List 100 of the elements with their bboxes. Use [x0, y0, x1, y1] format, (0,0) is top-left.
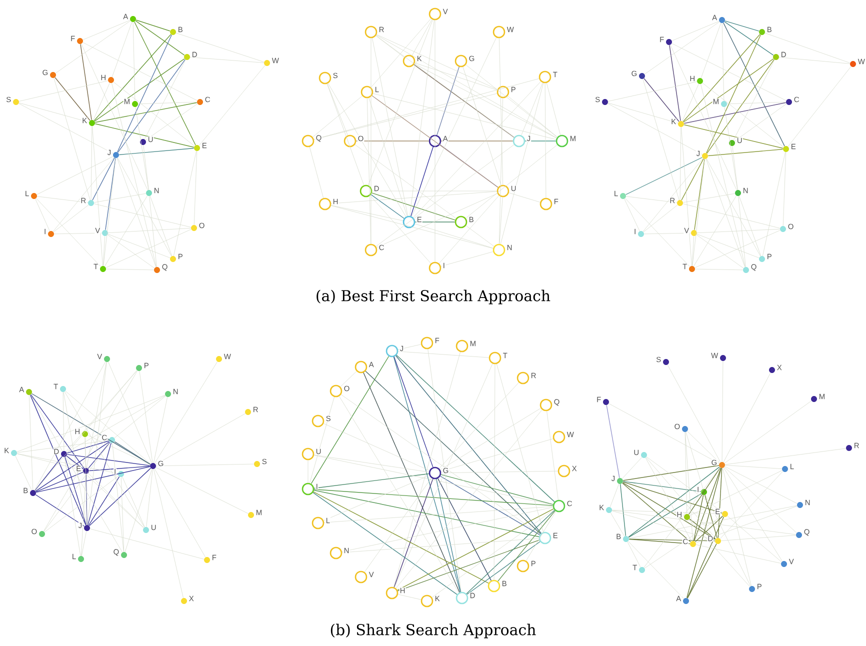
graph-edge — [376, 35, 514, 138]
graph-edge — [122, 476, 145, 528]
graph-edge — [363, 372, 460, 593]
graph-edge — [762, 152, 786, 256]
graph-edge — [15, 456, 32, 490]
graph-edge — [149, 196, 157, 268]
graph-edge — [108, 362, 152, 464]
graph-edge — [628, 505, 798, 539]
graph-edge — [700, 84, 746, 268]
graph-edge — [88, 473, 144, 528]
graph-edge — [695, 516, 724, 542]
graph-edge — [608, 81, 698, 102]
graph-edge — [30, 394, 63, 452]
graph-edge — [738, 196, 746, 268]
graph-edge — [309, 146, 324, 198]
graph-edge — [414, 64, 514, 138]
graph-edge — [16, 440, 110, 453]
graph-edge — [413, 81, 541, 218]
graph-edge — [440, 140, 514, 142]
graph-edge — [44, 442, 110, 532]
graph-edge — [521, 82, 543, 136]
ring-node — [556, 134, 568, 148]
graph-edge — [328, 83, 406, 217]
graph-edge — [628, 466, 720, 538]
graph-edge — [764, 32, 850, 64]
graph-edge — [314, 490, 540, 538]
graph-edge — [330, 191, 498, 204]
graph-edge — [88, 476, 120, 526]
graph-edge — [323, 423, 430, 471]
graph-edge — [372, 93, 556, 140]
graph-edge — [64, 456, 81, 556]
graph-edge — [107, 234, 155, 268]
graph-edge — [498, 510, 556, 582]
graph-edge — [398, 594, 422, 600]
graph-edge — [108, 234, 170, 258]
graph-edge — [190, 57, 264, 63]
graph-edge — [330, 205, 494, 249]
graph-edge — [546, 410, 558, 500]
graph-edge — [721, 535, 796, 541]
ring-node — [540, 198, 552, 210]
graph-edge — [326, 84, 364, 186]
graph-edge — [622, 465, 720, 481]
graph-edge — [436, 66, 460, 136]
graph-edge — [324, 506, 554, 523]
graph-edge — [428, 348, 462, 592]
graph-edge — [312, 96, 362, 138]
graph-edge — [146, 468, 153, 527]
graph-edge — [684, 432, 688, 514]
graph-edge — [112, 442, 124, 552]
graph-edge — [376, 144, 514, 247]
graph-edge — [682, 204, 780, 228]
graph-edge — [508, 96, 558, 138]
ring-node — [354, 360, 368, 374]
graph-edge — [718, 468, 722, 538]
graph-edge — [782, 152, 786, 226]
graph-edge — [44, 476, 119, 532]
graph-edge — [117, 34, 172, 152]
graph-edge — [81, 44, 148, 190]
graph-edge — [686, 516, 724, 598]
ring-node — [302, 482, 314, 496]
graph-edge — [682, 193, 736, 203]
ring-node — [354, 570, 368, 584]
graph-edge — [35, 494, 85, 527]
graph-edge — [55, 20, 131, 74]
graph-edge — [194, 151, 198, 225]
graph-edge — [364, 478, 432, 572]
graph-edge — [35, 198, 50, 232]
ring-node — [516, 560, 530, 572]
graph-edge — [702, 82, 784, 148]
ring-node — [538, 70, 552, 84]
graph-edge — [396, 354, 555, 502]
graph-edge — [376, 34, 557, 138]
graph-edge — [622, 482, 722, 514]
graph-edge — [132, 22, 136, 101]
graph-edge — [43, 370, 138, 532]
graph-edge — [466, 64, 558, 138]
graph-edge — [398, 351, 490, 358]
graph-edge — [498, 38, 504, 186]
graph-edge — [88, 466, 150, 472]
graph-edge — [438, 478, 492, 581]
graph-edge — [684, 102, 786, 124]
graph-edge — [646, 457, 716, 539]
graph-edge — [779, 57, 850, 64]
graph-edge — [114, 396, 166, 438]
graph-edge — [682, 84, 699, 122]
graph-edge — [86, 362, 107, 468]
graph-edge — [608, 102, 678, 124]
graph-edge — [156, 467, 248, 514]
graph-edge — [372, 95, 498, 188]
graph-edge — [314, 489, 554, 506]
graph-edge — [312, 492, 458, 595]
graph-edge — [612, 510, 716, 540]
graph-edge — [314, 454, 430, 472]
graph-edge — [16, 453, 118, 474]
graph-edge — [696, 234, 760, 258]
graph-edge — [440, 476, 540, 536]
graph-edge — [81, 530, 87, 556]
graph-edge — [625, 198, 690, 267]
graph-edge — [686, 468, 722, 598]
graph-edge — [314, 78, 540, 140]
